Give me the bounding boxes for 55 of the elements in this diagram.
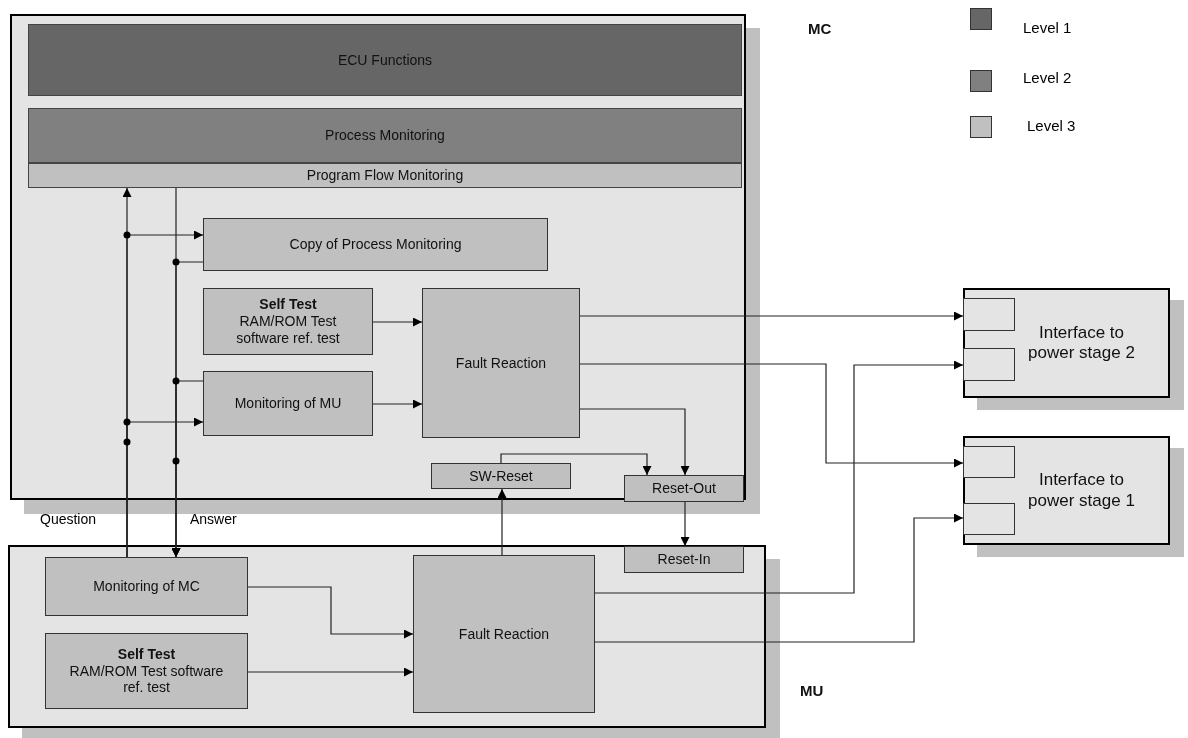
arrow [497,488,507,556]
process-box [203,371,373,436]
box-label: Interface to power stage 1 [1027,470,1136,511]
function-bar [28,24,742,96]
container-label: MU [800,682,824,700]
arrow [579,311,964,321]
legend-label: Level 1 [1023,19,1072,36]
box-label: ECU Functions [337,51,433,69]
box-label: Monitoring of MC [93,578,200,595]
box-label: Reset-In [657,551,711,568]
legend-label: Level 3 [1027,117,1076,134]
signal-label: Question [40,511,97,527]
arrow [247,667,414,677]
arrow [680,501,690,547]
port-box [963,348,1015,381]
arrow [247,586,414,639]
arrow [594,513,964,643]
process-box [203,218,548,271]
box-label: Fault Reaction [458,625,550,643]
port-box [963,446,1015,478]
arrow [372,317,423,327]
process-box [203,288,373,355]
box-label: Program Flow Monitoring [306,167,464,184]
port-box [963,298,1015,331]
process-box [624,546,744,573]
arrow [126,417,204,558]
box-label: Fault Reaction [455,354,547,372]
process-box [45,557,248,616]
arrow [579,363,964,468]
arrow [372,399,423,409]
box-label: Reset-Out [652,480,716,497]
box-label: Monitoring of MU [234,395,342,412]
box-label: Copy of Process Monitoring [289,236,462,253]
box-label: SW-Reset [469,467,533,485]
process-box [28,163,742,188]
arrow [594,360,964,594]
container-label: MC [808,20,832,38]
process-box [413,555,595,713]
process-box [624,475,744,502]
box-label: Process Monitoring [325,127,445,144]
signal-label: Answer [190,511,237,527]
box-heading: Self Test [117,645,176,663]
process-box [431,463,571,489]
box-heading: Self Test [259,296,317,314]
box-text: RAM/ROM Test software ref. test [68,662,225,697]
monitoring-bar [28,108,742,163]
arrow [500,453,652,476]
process-box [45,633,248,709]
port-box [963,503,1015,535]
arrow [171,380,204,558]
process-box [422,288,580,438]
legend-label: Level 2 [1023,69,1072,86]
box-text: RAM/ROM Test software ref. test [235,313,341,347]
box-label: Interface to power stage 2 [1027,322,1136,364]
arrow [579,408,690,476]
